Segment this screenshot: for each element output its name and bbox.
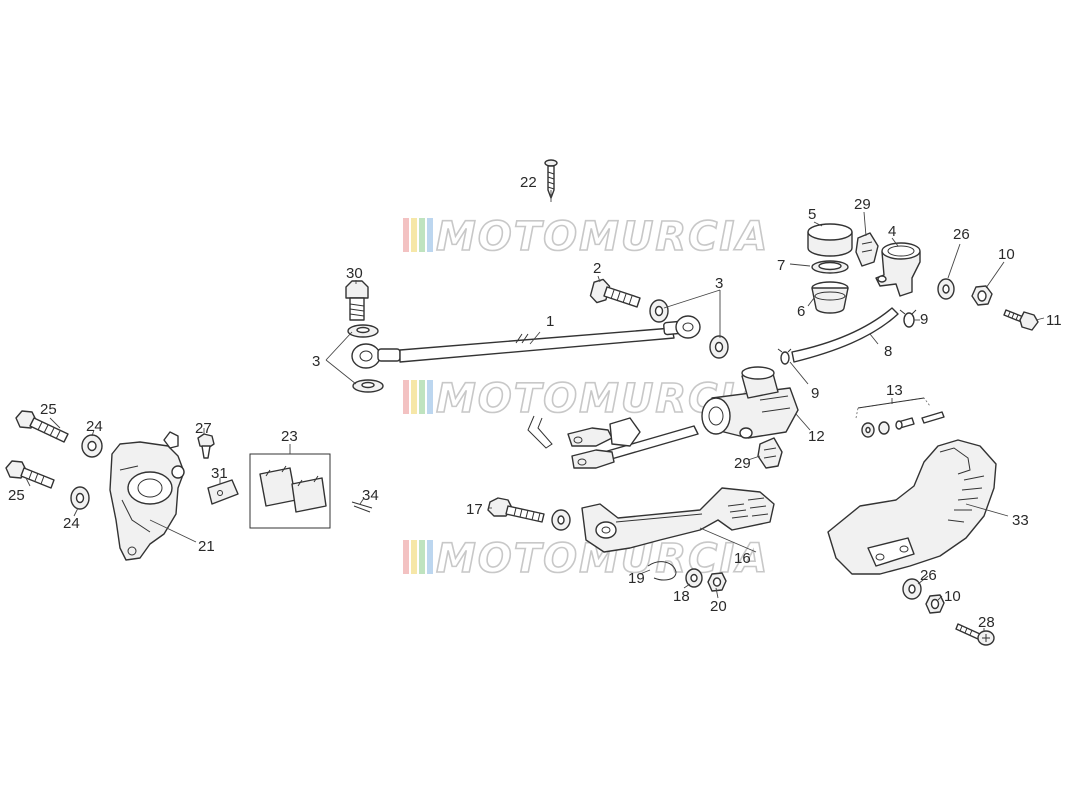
part-10-nut-upper: [971, 285, 993, 306]
callout-12: 12: [808, 428, 825, 445]
part-8-hose: [791, 307, 899, 363]
callout-27: 27: [195, 420, 212, 437]
part-12-master-cylinder: [701, 366, 799, 439]
part-24-washer-lower: [70, 486, 90, 510]
part-4-reservoir: [875, 242, 921, 297]
part-21-brake-caliper: [109, 431, 185, 561]
callout-labels: 1 2 3 3 4 5 6 7 8 9 9 10 10 11 12 13 16 …: [8, 174, 1062, 631]
part-33-heel-guard: [827, 439, 997, 575]
part-27-bleeder: [197, 433, 215, 459]
callout-13: 13: [886, 382, 903, 399]
part-26-washer-lower: [902, 578, 922, 600]
callout-29-lower: 29: [734, 455, 751, 472]
callout-21: 21: [198, 538, 215, 555]
part-28-screw: [955, 623, 995, 646]
callout-30: 30: [346, 265, 363, 282]
part-10-nut-lower: [925, 594, 945, 614]
callout-8: 8: [884, 343, 892, 360]
part-19-spring: [647, 561, 677, 581]
callout-24-lower: 24: [63, 515, 80, 532]
callout-33: 33: [1012, 512, 1029, 529]
callout-24-upper: 24: [86, 418, 103, 435]
part-24-washer-upper: [81, 434, 103, 458]
callout-19: 19: [628, 570, 645, 587]
part-34-pin: [351, 501, 373, 513]
part-29-clip-lower: [757, 437, 783, 469]
callout-31: 31: [211, 465, 228, 482]
callout-22: 22: [520, 174, 537, 191]
callout-3-right: 3: [715, 275, 723, 292]
part-18-washer: [685, 568, 703, 588]
callout-7: 7: [777, 257, 785, 274]
watermark-top: MOTOMURCIA: [403, 213, 769, 261]
part-29-clip-upper: [855, 232, 879, 267]
part-11-bolt: [1003, 309, 1039, 331]
part-17-bolt: [487, 497, 545, 523]
part-5-cap: [807, 223, 853, 257]
part-9-clip-upper: [899, 309, 917, 328]
part-30-bolt: [345, 280, 369, 321]
part-22-screw: [544, 159, 558, 199]
callout-6: 6: [797, 303, 805, 320]
callout-20: 20: [710, 598, 727, 615]
part-13-pin-set: [855, 397, 945, 438]
part-3-washer-lower: [352, 379, 384, 393]
callout-28: 28: [978, 614, 995, 631]
watermark-text: MOTOMURCIA: [436, 214, 769, 260]
callout-17: 17: [466, 501, 483, 518]
callout-16: 16: [734, 550, 751, 567]
part-16-brake-pedal: [581, 487, 775, 553]
callout-23: 23: [281, 428, 298, 445]
part-23-pads-box: [249, 444, 331, 529]
part-3-washer-upper: [347, 324, 379, 338]
part-31-plate: [207, 479, 239, 505]
part-6-bellows: [811, 281, 849, 314]
part-9-clip-lower: [777, 348, 792, 365]
callout-34: 34: [362, 487, 379, 504]
part-3-washer-right-b: [709, 335, 729, 359]
callout-26-upper: 26: [953, 226, 970, 243]
part-7-gasket: [811, 260, 849, 274]
callout-9-upper: 9: [920, 311, 928, 328]
callout-29-upper: 29: [854, 196, 871, 213]
callout-11: 11: [1046, 312, 1062, 329]
part-1-brake-hose: [351, 315, 701, 369]
callout-1: 1: [546, 313, 554, 330]
callout-5: 5: [808, 206, 816, 223]
part-26-washer-upper: [937, 278, 955, 300]
part-2-bolt: [589, 278, 641, 308]
callout-18: 18: [673, 588, 690, 605]
part-3-washer-right-a: [649, 299, 669, 323]
callout-10-lower: 10: [944, 588, 961, 605]
leader-lines: [25, 190, 1045, 632]
callout-9-lower: 9: [811, 385, 819, 402]
callout-25-lower: 25: [8, 487, 25, 504]
part-20-nut: [707, 572, 727, 592]
callout-4: 4: [888, 223, 896, 240]
callout-3-left: 3: [312, 353, 320, 370]
part-25-bolt-lower: [5, 460, 55, 489]
callout-25-upper: 25: [40, 401, 57, 418]
push-rod-linkage: [527, 415, 699, 469]
part-17-washer: [551, 509, 571, 531]
callout-2: 2: [593, 260, 601, 277]
part-25-bolt-upper: [15, 410, 69, 443]
callout-26-lower: 26: [920, 567, 937, 584]
callout-10-upper: 10: [998, 246, 1015, 263]
